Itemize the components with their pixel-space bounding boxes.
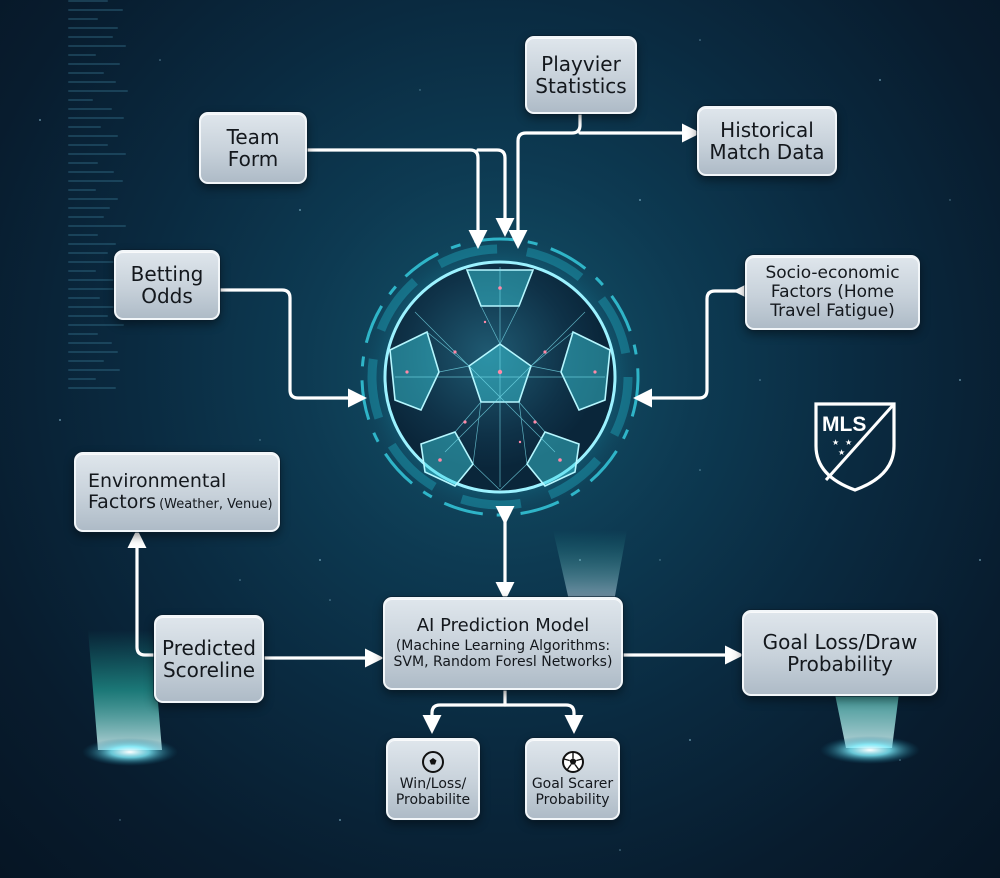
mls-shield-logo: MLS ★★★ xyxy=(812,398,898,494)
node-label-line: (Weather, Venue) xyxy=(159,497,273,512)
node-goal-scorer-probability[interactable]: Goal Scarer Probability xyxy=(525,738,620,820)
svg-text:★: ★ xyxy=(845,438,852,447)
node-predicted-scoreline[interactable]: Predicted Scoreline xyxy=(154,615,264,703)
soccer-ball-icon xyxy=(422,750,444,773)
node-team-form[interactable]: Team Form xyxy=(199,112,307,184)
node-label-line: Team xyxy=(226,124,280,149)
node-label-line: Probability xyxy=(787,652,893,676)
node-label-line: Match Data xyxy=(709,140,825,164)
node-socio-economic-factors[interactable]: Socio-economic Factors (Home Travel Fati… xyxy=(745,255,920,330)
node-betting-odds[interactable]: Betting Odds xyxy=(114,250,220,320)
node-label-line: Probability xyxy=(535,791,610,808)
node-environmental-factors[interactable]: Environmental Factors (Weather, Venue) xyxy=(74,452,280,532)
node-label-line: Socio-economic xyxy=(765,262,900,283)
node-label-line: Form xyxy=(227,147,279,171)
node-win-loss-probability[interactable]: Win/Loss/ Probabilite xyxy=(386,738,480,820)
node-label-line: Scoreline xyxy=(162,658,256,682)
node-label-line: Goal Scarer xyxy=(531,775,614,792)
node-label-line: Factors (Home xyxy=(770,281,895,302)
node-label-line: Odds xyxy=(141,284,193,308)
soccer-ball-icon xyxy=(561,750,584,773)
node-label-line: Historical xyxy=(720,117,814,142)
node-label-line: (Machine Learning Algorithms: xyxy=(395,638,611,655)
node-label-line: Win/Loss/ xyxy=(399,775,467,792)
node-label-line: Environmental xyxy=(88,469,227,492)
node-label-line: SVM, Random Foresl Networks) xyxy=(393,654,613,671)
node-player-statistics[interactable]: Playvier Statistics xyxy=(525,36,637,114)
soccer-ball-network-icon xyxy=(355,232,645,522)
node-historical-match-data[interactable]: Historical Match Data xyxy=(697,106,837,176)
mls-text: MLS xyxy=(822,413,866,436)
node-label-line: Betting xyxy=(130,261,204,286)
svg-text:★: ★ xyxy=(832,438,839,447)
node-ai-prediction-model[interactable]: AI Prediction Model (Machine Learning Al… xyxy=(383,597,623,690)
node-label-line: AI Prediction Model xyxy=(416,615,590,637)
node-label-line: Goal Loss/Draw xyxy=(762,629,918,654)
node-label-line: Predicted xyxy=(162,635,256,660)
code-text-decoration xyxy=(68,0,128,420)
node-label-line: Statistics xyxy=(535,74,627,98)
svg-text:★: ★ xyxy=(838,448,845,457)
node-label-line: Travel Fatigue) xyxy=(770,301,895,322)
node-goal-loss-draw-probability[interactable]: Goal Loss/Draw Probability xyxy=(742,610,938,696)
node-label-line: Playvier xyxy=(541,51,621,76)
node-label-line: Probabilite xyxy=(395,791,471,808)
node-label-line: Factors xyxy=(88,491,157,513)
